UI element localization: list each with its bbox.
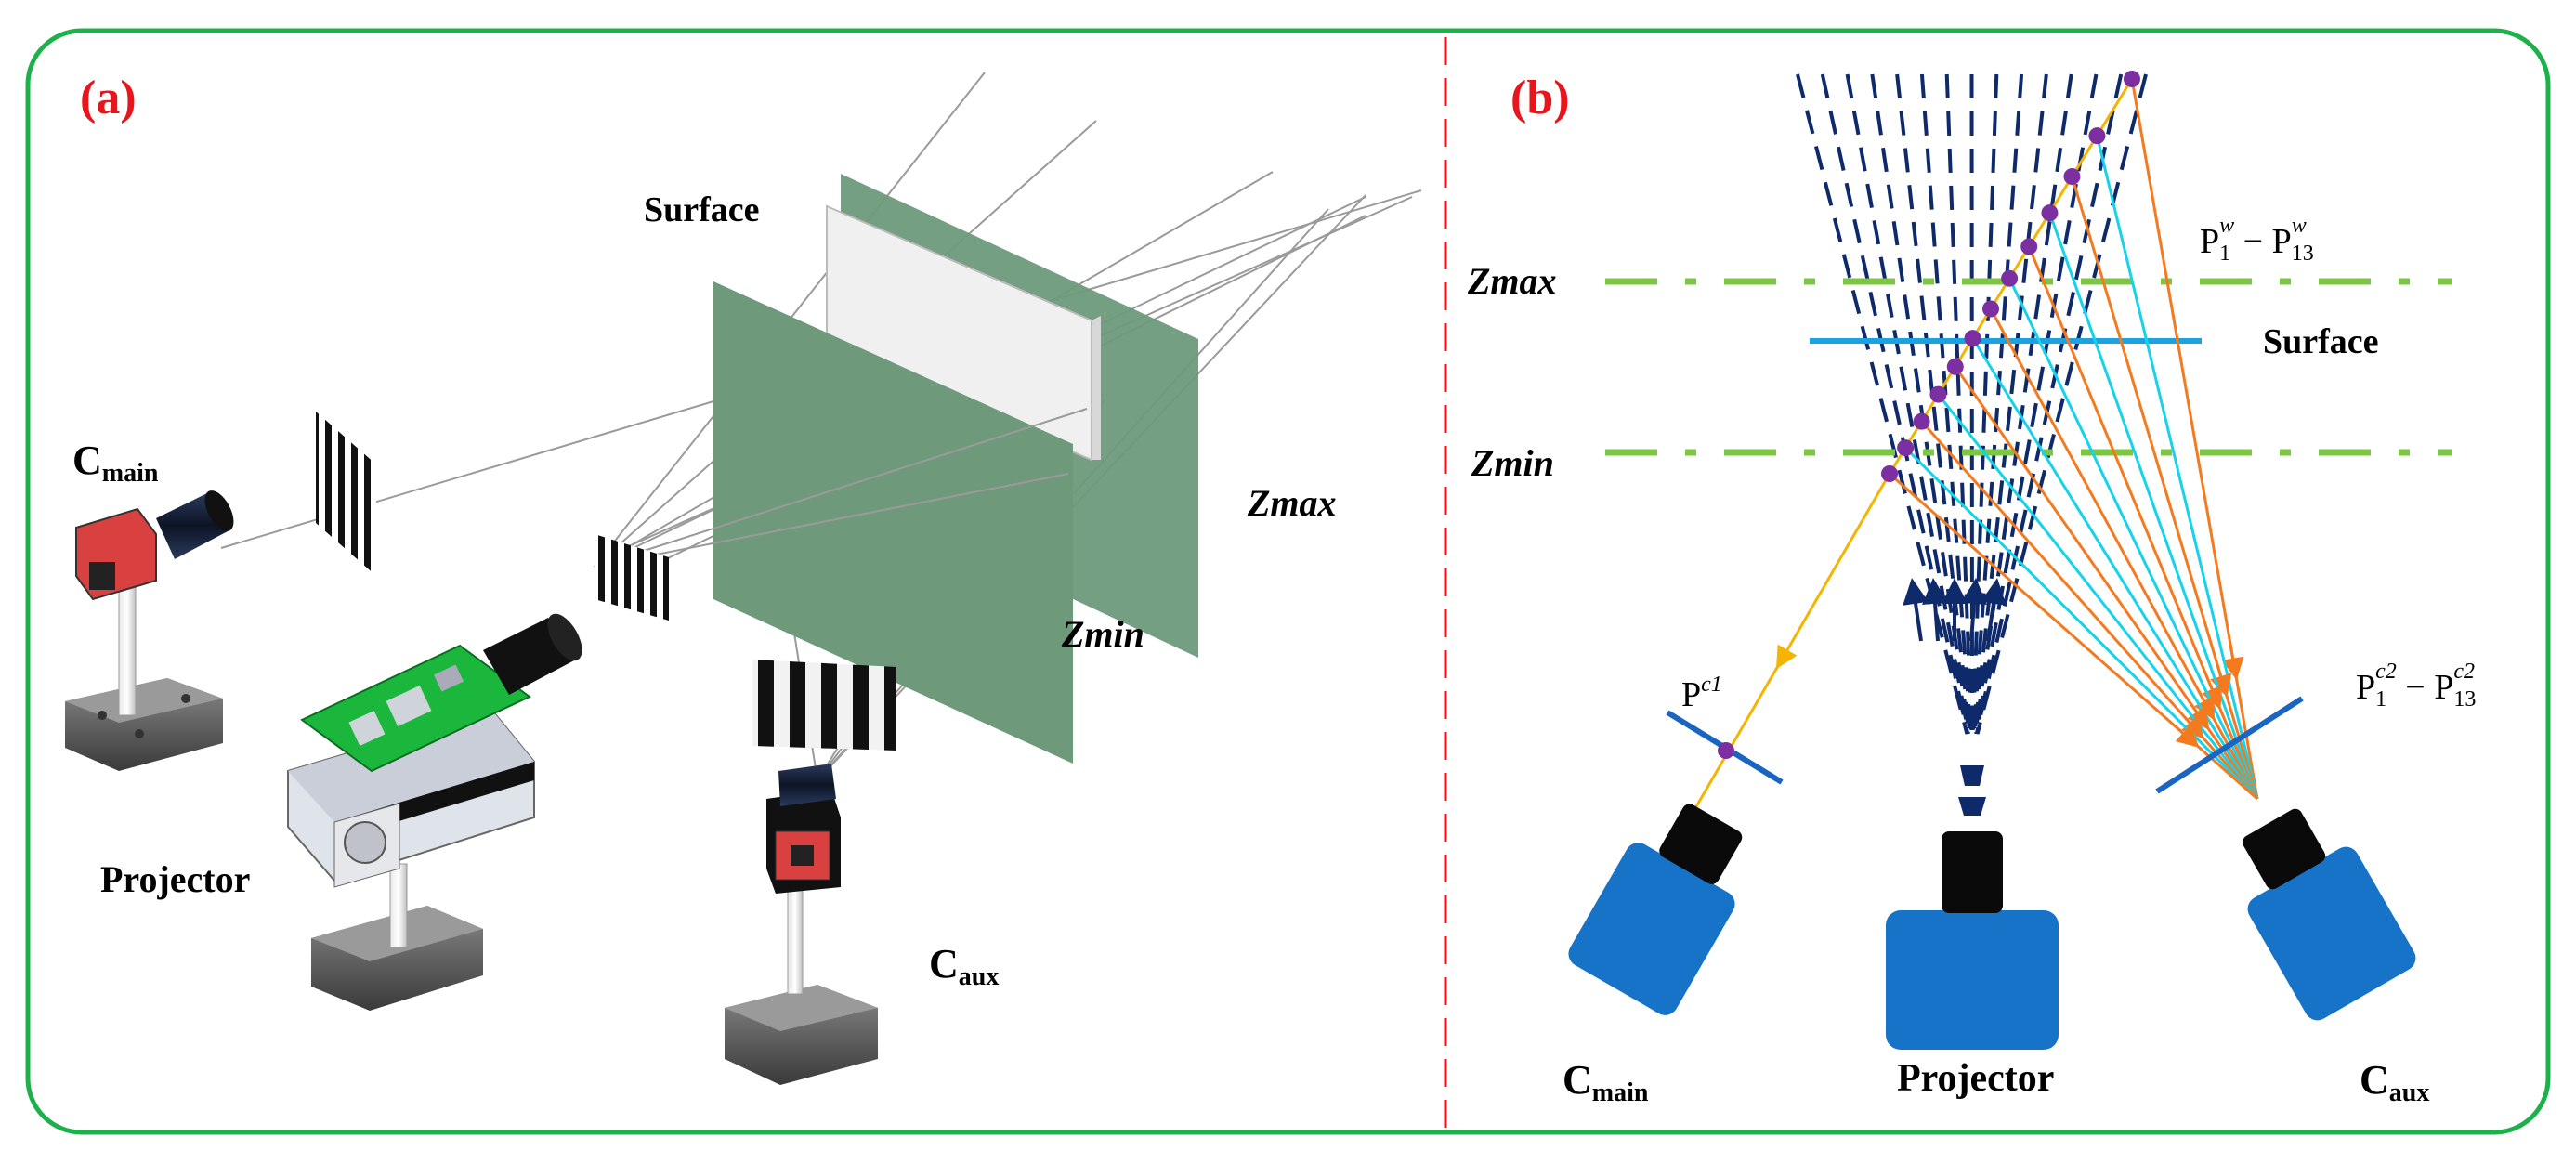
label-zmax-b: Zmax (1467, 260, 1557, 302)
pw-point (2124, 71, 2140, 87)
aux-ray-arrow (2210, 661, 2232, 698)
pw-point (2041, 204, 2059, 222)
pw-point (2088, 127, 2106, 145)
aux-ray (2048, 212, 2259, 800)
label-projector-b: Projector (1897, 1057, 2054, 1100)
aux-ray (2007, 278, 2259, 800)
aux-ray-arrow (2175, 725, 2200, 748)
main-camera-rig (65, 490, 234, 771)
label-c-aux-a: Caux (929, 941, 999, 991)
aux-ray (1971, 337, 2259, 800)
svg-text:Caux: Caux (2360, 1057, 2429, 1107)
figure-frame (25, 28, 2551, 1135)
main-camera-b (1568, 804, 1743, 1015)
aux-sensor-line (2155, 696, 2304, 794)
aux-camera-b (2243, 808, 2416, 1021)
zmin-plane (713, 281, 1073, 764)
panel-b: (b) (1467, 71, 2476, 1107)
label-pc2-range: P1c2 − P13c2 (2356, 660, 2476, 712)
pw-point (2001, 269, 2019, 287)
front-rays (594, 408, 1088, 568)
projector-up-arrow (1903, 578, 1929, 642)
pc1-point (1718, 742, 1734, 759)
aux-ray (1989, 307, 2259, 800)
label-c-aux-b: Caux (2360, 1057, 2429, 1107)
projector-b (1886, 765, 2059, 1050)
svg-text:P1c2 − P13c2: P1c2 − P13c2 (2356, 660, 2476, 712)
pw-point (2063, 168, 2081, 186)
aux-camera-fringe (752, 660, 896, 751)
projector-up-arrow (1922, 578, 1948, 642)
label-surface-a: Surface (644, 190, 760, 229)
label-pw-range: P1w − P13w (2200, 214, 2314, 266)
projector-up-arrow (1981, 578, 2007, 642)
aux-camera-rig (725, 764, 878, 1085)
label-zmin-b: Zmin (1471, 442, 1554, 484)
svg-text:Cmain: Cmain (72, 438, 159, 488)
pw-points (1881, 71, 2140, 482)
pw-point (1946, 358, 1964, 375)
label-c-main-a: Cmain (72, 438, 159, 488)
projector-dashed-ray (1975, 73, 2148, 735)
panel-b-tag: (b) (1510, 72, 1570, 124)
projector-ray-fan (1796, 73, 2148, 735)
aux-ray-arrow (2221, 640, 2244, 681)
label-zmin-a: Zmin (1061, 613, 1144, 655)
surface-object (826, 204, 1101, 462)
projector-dashed-ray (1974, 73, 2124, 735)
pw-point (2020, 238, 2038, 255)
label-surface-b: Surface (2263, 322, 2379, 361)
aux-ray-arrow (2202, 676, 2223, 711)
svg-text:Pc1: Pc1 (1681, 673, 1722, 714)
projector-rig (287, 613, 582, 1011)
main-camera-fringe (316, 412, 376, 576)
pw-point (1913, 412, 1930, 430)
svg-text:P1w − P13w: P1w − P13w (2200, 214, 2314, 266)
svg-text:Cmain: Cmain (1563, 1057, 1649, 1107)
pw-point (1929, 385, 1947, 403)
pw-point (1881, 465, 1898, 482)
projector-dashed-ray (1820, 73, 1970, 735)
projector-dashed-ray (1845, 73, 1970, 735)
panel-a: (a) (65, 72, 1422, 1085)
projector-up-arrow (1961, 578, 1987, 642)
projector-dashed-ray (1974, 73, 2099, 735)
label-pc1: Pc1 (1681, 673, 1722, 714)
pw-point (1897, 439, 1915, 457)
projector-fringe (595, 534, 669, 621)
aux-camera-rays (1889, 78, 2259, 801)
label-zmax-a: Zmax (1247, 482, 1337, 524)
panel-a-tag: (a) (80, 72, 137, 124)
projector-dashed-ray (1796, 73, 1969, 735)
pw-point (1964, 330, 1981, 347)
svg-text:Caux: Caux (929, 941, 999, 991)
label-c-main-b: Cmain (1563, 1057, 1649, 1107)
pw-point (1982, 300, 2000, 318)
label-projector-a: Projector (100, 858, 250, 900)
